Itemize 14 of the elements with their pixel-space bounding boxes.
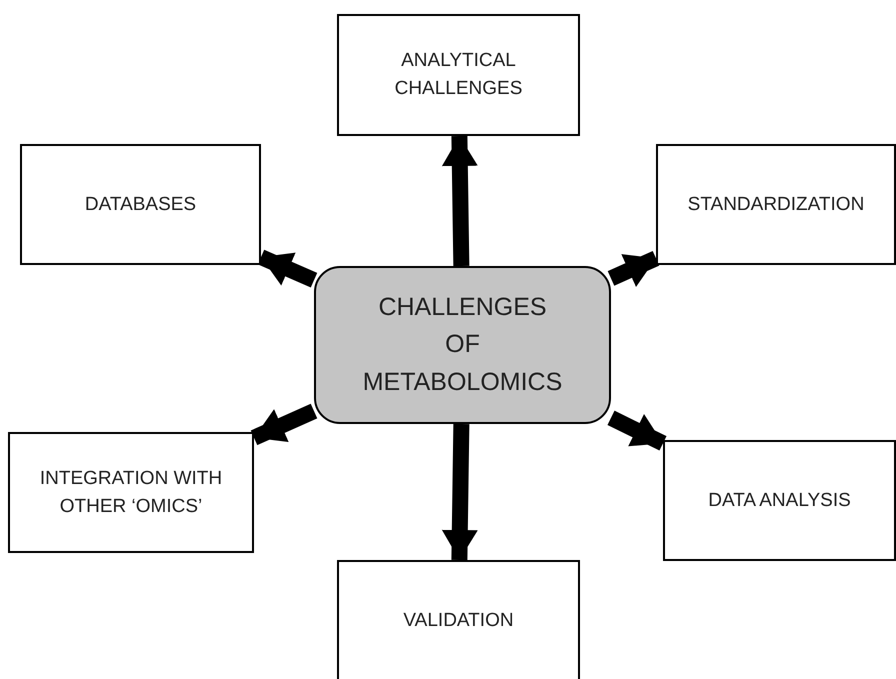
topic-box: [656, 144, 896, 265]
box-label: DATA ANALYSIS: [707, 488, 852, 513]
box-label: ANALYTICAL CHALLENGES: [394, 49, 524, 101]
topic-box: [337, 560, 580, 679]
box-label: INTEGRATION WITH OTHER ‘OMICS’: [38, 466, 224, 518]
topic-box: [20, 144, 261, 265]
central-rounded-box: [314, 266, 611, 424]
box-label: DATABASES: [84, 192, 198, 217]
topic-box: [8, 432, 254, 553]
box-label: CHALLENGES OF METABOLOMICS: [362, 292, 564, 398]
topic-box: [663, 440, 896, 561]
topic-box: [337, 14, 580, 136]
box-label: STANDARDIZATION: [686, 192, 866, 217]
box-label: VALIDATION: [402, 609, 515, 634]
